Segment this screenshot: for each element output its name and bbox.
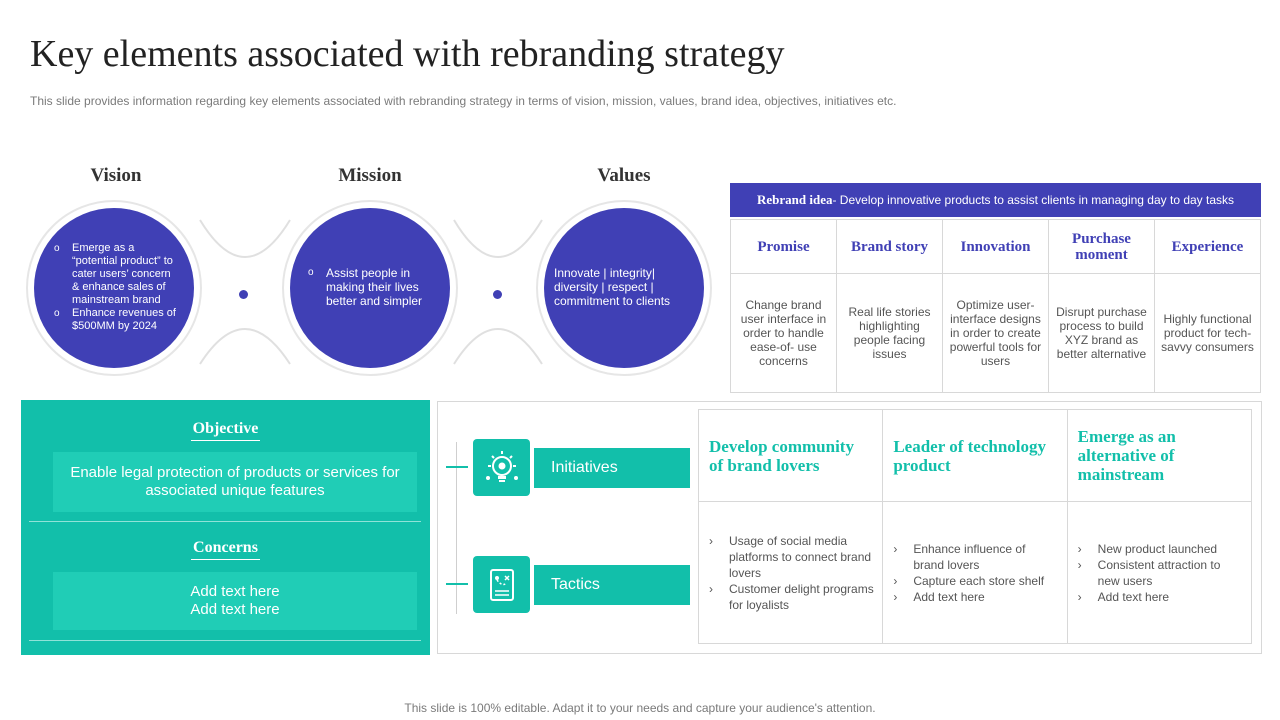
timeline-tick: [446, 466, 468, 468]
vision-circle: Emerge as a “potential product” to cater…: [34, 208, 194, 368]
rebrand-column-body: Change brand user interface in order to …: [740, 298, 827, 368]
vision-list: Emerge as a “potential product” to cater…: [54, 242, 180, 333]
rebrand-column-head: Experience: [1155, 220, 1260, 274]
concerns-line: Add text here: [190, 601, 280, 618]
concerns-text: Add text here Add text here: [53, 572, 417, 630]
timeline-line: [456, 442, 457, 614]
connector-dot: [493, 290, 502, 299]
panel-divider: [29, 521, 421, 522]
concerns-heading: Concerns: [21, 539, 430, 560]
rebrand-column: Brand story Real life stories highlighti…: [837, 220, 943, 392]
rebrand-column-body: Highly functional product for tech-savvy…: [1161, 312, 1254, 354]
rebrand-column: Purchase moment Disrupt purchase process…: [1049, 220, 1155, 392]
grid-column: Develop community of brand lovers Usage …: [699, 410, 884, 643]
grid-column-head: Develop community of brand lovers: [699, 410, 883, 502]
concerns-line: Add text here: [190, 583, 280, 600]
rebrand-column-head: Promise: [731, 220, 836, 274]
rebrand-column: Experience Highly functional product for…: [1155, 220, 1260, 392]
connector-dot: [239, 290, 248, 299]
grid-column: Leader of technology product Enhance inf…: [883, 410, 1068, 643]
rebrand-column-head: Brand story: [837, 220, 942, 274]
vision-heading: Vision: [90, 165, 142, 186]
grid-column: Emerge as an alternative of mainstream N…: [1067, 410, 1251, 643]
rebrand-column: Promise Change brand user interface in o…: [731, 220, 837, 392]
page-title: Key elements associated with rebranding …: [30, 33, 785, 75]
initiatives-panel: [437, 401, 1262, 654]
page-subtitle: This slide provides information regardin…: [30, 94, 897, 108]
values-circle: Innovate | integrity| diversity | respec…: [544, 208, 704, 368]
list-item: Add text here: [1078, 589, 1243, 605]
vision-item: Enhance revenues of $500MM by 2024: [54, 307, 180, 333]
list-item: New product launched: [1078, 541, 1243, 557]
rebrand-column-body: Disrupt purchase process to build XYZ br…: [1056, 305, 1147, 361]
list-item: Customer delight programs for loyalists: [709, 581, 874, 613]
initiatives-grid: Develop community of brand lovers Usage …: [698, 409, 1252, 644]
rebrand-column-head: Innovation: [943, 220, 1048, 274]
panel-divider: [29, 640, 421, 641]
grid-list: Usage of social media platforms to conne…: [709, 533, 874, 613]
vision-item: Emerge as a “potential product” to cater…: [54, 242, 180, 307]
rebrand-idea-label: Rebrand idea: [756, 192, 833, 207]
grid-column-head: Leader of technology product: [883, 410, 1067, 502]
rebrand-column-head: Purchase moment: [1049, 220, 1154, 274]
grid-list: New product launched Consistent attracti…: [1078, 541, 1243, 605]
tactics-label: Tactics: [534, 565, 690, 605]
list-item: Add text here: [893, 589, 1058, 605]
grid-list: Enhance influence of brand lovers Captur…: [893, 541, 1058, 605]
mission-heading: Mission: [338, 165, 402, 186]
lightbulb-gear-icon: [473, 439, 530, 496]
rebrand-column-body: Optimize user-interface designs in order…: [949, 298, 1042, 368]
rebrand-idea-text: - Develop innovative products to assist …: [832, 193, 1235, 207]
objective-heading: Objective: [21, 420, 430, 441]
rebrand-table: Promise Change brand user interface in o…: [730, 219, 1261, 393]
grid-column-head: Emerge as an alternative of mainstream: [1067, 410, 1251, 502]
values-text: Innovate | integrity| diversity | respec…: [554, 266, 671, 308]
list-item: Usage of social media platforms to conne…: [709, 533, 874, 581]
list-item: Enhance influence of brand lovers: [893, 541, 1058, 573]
rebrand-column: Innovation Optimize user-interface desig…: [943, 220, 1049, 392]
list-item: Capture each store shelf: [893, 573, 1058, 589]
mission-circle: Assist people in making their lives bett…: [290, 208, 450, 368]
initiatives-label: Initiatives: [534, 448, 690, 488]
objective-text: Enable legal protection of products or s…: [53, 452, 417, 512]
mission-list: Assist people in making their lives bett…: [308, 266, 428, 308]
timeline-tick: [446, 583, 468, 585]
footer-note: This slide is 100% editable. Adapt it to…: [404, 701, 876, 715]
strategy-document-icon: [473, 556, 530, 613]
rebrand-idea-banner: Rebrand idea - Develop innovative produc…: [730, 183, 1261, 217]
circle-connectors: [199, 219, 543, 365]
mission-item: Assist people in making their lives bett…: [308, 266, 428, 308]
values-heading: Values: [597, 165, 651, 186]
rebrand-column-body: Real life stories highlighting people fa…: [848, 305, 931, 361]
list-item: Consistent attraction to new users: [1078, 557, 1243, 589]
